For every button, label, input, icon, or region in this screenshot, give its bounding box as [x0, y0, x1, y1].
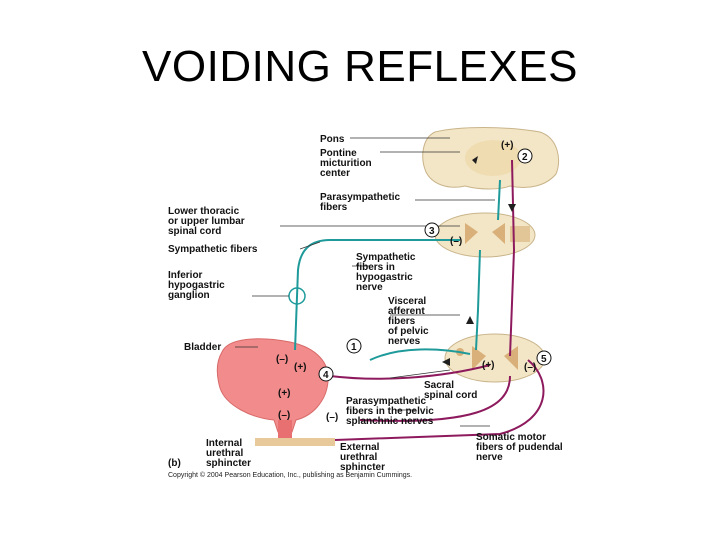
svg-text:ganglion: ganglion — [168, 290, 210, 301]
step-4: 4 — [323, 370, 329, 381]
svg-text:hypogastric: hypogastric — [168, 280, 225, 291]
svg-text:Lower thoracic: Lower thoracic — [168, 206, 240, 217]
label-visceral-afferent: Visceral afferent fibers of pelvic nerve… — [388, 296, 429, 347]
svg-text:hypogastric: hypogastric — [356, 272, 413, 283]
label-somatic-motor: Somatic motor fibers of pudendal nerve — [476, 432, 563, 463]
sacral-plus: (+) — [482, 360, 495, 371]
direction-arrows — [442, 156, 516, 366]
step-2-circle — [517, 148, 533, 164]
copyright-caption: Copyright © 2004 Pearson Education, Inc.… — [168, 471, 412, 479]
label-sympathetic-fibers: Sympathetic fibers — [168, 244, 258, 255]
svg-text:Internal: Internal — [206, 438, 242, 449]
svg-text:urethral: urethral — [340, 452, 377, 463]
svg-text:micturition: micturition — [320, 158, 372, 169]
svg-text:fibers in: fibers in — [356, 262, 395, 273]
step-3-circle — [424, 222, 440, 238]
bladder-minus-low: (–) — [278, 410, 290, 421]
svg-text:fibers: fibers — [320, 202, 348, 213]
label-pontine-micturition-center: Pontine micturition center — [320, 148, 372, 179]
svg-text:Sacral: Sacral — [424, 380, 454, 391]
svg-text:Sympathetic: Sympathetic — [356, 252, 416, 263]
label-lower-thoracic: Lower thoracic or upper lumbar spinal co… — [168, 206, 245, 237]
bladder-plus-mid: (+) — [278, 388, 291, 399]
sphincter-minus: (–) — [326, 412, 338, 423]
svg-text:spinal cord: spinal cord — [424, 390, 477, 401]
step-1-circle — [346, 338, 362, 354]
label-bladder: Bladder — [184, 342, 221, 353]
label-external-urethral-sphincter: External urethral sphincter — [340, 442, 385, 473]
step-1: 1 — [351, 342, 357, 353]
bladder-minus-top: (–) — [276, 354, 288, 365]
svg-text:External: External — [340, 442, 380, 453]
svg-text:center: center — [320, 168, 350, 179]
step-2: 2 — [522, 152, 528, 163]
slide-title: VOIDING REFLEXES — [142, 42, 578, 91]
svg-text:Parasympathetic: Parasympathetic — [346, 396, 426, 407]
pons-section — [422, 127, 560, 190]
lumbar-minus: (–) — [450, 236, 462, 247]
voiding-reflex-diagram: Pons Pontine micturition center Parasymp… — [168, 127, 563, 479]
leader-lines — [235, 137, 495, 427]
step-4-circle — [318, 366, 334, 382]
svg-text:Visceral: Visceral — [388, 296, 426, 307]
lumbar-cord-section — [434, 212, 536, 258]
svg-text:or upper lumbar: or upper lumbar — [168, 216, 245, 227]
svg-text:sphincter: sphincter — [340, 462, 385, 473]
sympathetic-pathways — [294, 179, 501, 361]
svg-text:nerves: nerves — [388, 336, 421, 347]
sacral-minus: (–) — [524, 362, 536, 373]
pons-plus: (+) — [501, 140, 514, 151]
svg-text:Somatic motor: Somatic motor — [476, 432, 546, 443]
label-parasympathetic-fibers: Parasympathetic fibers — [320, 192, 400, 213]
svg-text:Inferior: Inferior — [168, 270, 203, 281]
panel-label: (b) — [168, 458, 181, 469]
svg-text:fibers: fibers — [388, 316, 416, 327]
svg-text:fibers of pudendal: fibers of pudendal — [476, 442, 563, 453]
svg-text:nerve: nerve — [356, 282, 383, 293]
step-5-circle — [536, 350, 552, 366]
label-pons: Pons — [320, 134, 345, 145]
svg-text:splanchnic nerves: splanchnic nerves — [346, 416, 434, 427]
parasympathetic-pathways — [329, 159, 545, 441]
sacral-cord-section — [444, 333, 546, 383]
step-3: 3 — [429, 226, 435, 237]
label-parasympathetic-pelvic: Parasympathetic fibers in the pelvic spl… — [346, 396, 434, 427]
svg-text:Pontine: Pontine — [320, 148, 357, 159]
svg-text:fibers in the pelvic: fibers in the pelvic — [346, 406, 434, 417]
label-sympathetic-hypogastric: Sympathetic fibers in hypogastric nerve — [356, 252, 416, 293]
svg-text:nerve: nerve — [476, 452, 503, 463]
svg-text:urethral: urethral — [206, 448, 243, 459]
svg-text:sphincter: sphincter — [206, 458, 251, 469]
label-sacral-cord: Sacral spinal cord — [424, 380, 477, 401]
bladder-plus-top: (+) — [294, 362, 307, 373]
bladder-shape — [216, 338, 335, 446]
svg-text:afferent: afferent — [388, 306, 425, 317]
label-internal-urethral-sphincter: Internal urethral sphincter — [206, 438, 251, 469]
label-inferior-hypogastric-ganglion: Inferior hypogastric ganglion — [168, 270, 225, 301]
svg-text:Parasympathetic: Parasympathetic — [320, 192, 400, 203]
svg-text:spinal cord: spinal cord — [168, 226, 221, 237]
svg-text:of pelvic: of pelvic — [388, 326, 429, 337]
step-5: 5 — [541, 354, 547, 365]
